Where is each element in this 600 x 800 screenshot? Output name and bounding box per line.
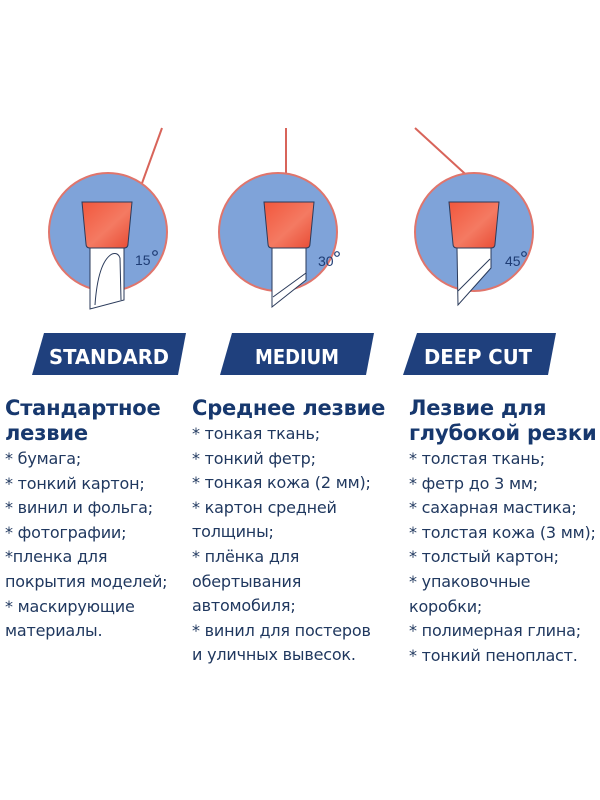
medium-blade-title: Среднее лезвие bbox=[192, 396, 397, 421]
list-item: * тонкий картон; bbox=[5, 473, 145, 493]
list-item: * тонкий фетр; bbox=[192, 448, 316, 468]
list-item: * тонкая ткань; bbox=[192, 424, 320, 443]
medium-materials-list: * тонкая ткань; * тонкий фетр; * тонкая … bbox=[192, 422, 397, 668]
list-item: * толстый картон; bbox=[409, 547, 559, 567]
blade-icon bbox=[271, 247, 307, 309]
angle-label: 15 bbox=[135, 252, 151, 268]
svg-text:STANDARD: STANDARD bbox=[49, 345, 169, 369]
list-item: * картон средней bbox=[192, 497, 337, 517]
banner-label-deep-cut: DEEP CUT bbox=[424, 345, 532, 369]
list-item: * маскирующие bbox=[5, 596, 135, 616]
svg-text:MEDIUM: MEDIUM bbox=[255, 345, 339, 369]
title-line: глубокой резки bbox=[409, 421, 597, 445]
banner-label-medium: MEDIUM bbox=[255, 345, 339, 369]
standard-materials-list: * бумага; * тонкий картон; * винил и фол… bbox=[5, 447, 190, 644]
title-line: Стандартное bbox=[5, 396, 161, 420]
list-item: * фотографии; bbox=[5, 522, 127, 542]
title-line: Лезвие для bbox=[409, 396, 547, 420]
list-item: * тонкий пенопласт. bbox=[409, 645, 578, 665]
list-item: и уличных вывесок. bbox=[192, 645, 356, 665]
list-item: коробки; bbox=[409, 596, 483, 616]
medium-blade-icon: 30 MEDIUM bbox=[218, 128, 374, 375]
title-line: Среднее лезвие bbox=[192, 396, 386, 420]
standard-blade-icon: 15 STANDARD bbox=[32, 127, 186, 375]
svg-text:45: 45 bbox=[505, 253, 521, 269]
list-item: * полимерная глина; bbox=[409, 621, 581, 641]
list-item: толщины; bbox=[192, 522, 274, 542]
list-item: * фетр до 3 мм; bbox=[409, 473, 538, 493]
blade-illustrations: 15 STANDARD 30 MEDIUM 45 DEEP CUT bbox=[32, 127, 556, 375]
list-item: * толстая кожа (3 мм); bbox=[409, 522, 596, 542]
deep-cut-blade-title: Лезвие для глубокой резки bbox=[409, 396, 600, 446]
blade-holder-icon bbox=[81, 201, 133, 249]
blade-icon bbox=[456, 247, 492, 307]
list-item: материалы. bbox=[5, 621, 103, 641]
list-item: покрытия моделей; bbox=[5, 571, 168, 591]
list-item: * сахарная мастика; bbox=[409, 498, 577, 518]
standard-blade-column: Стандартное лезвие * бумага; * тонкий ка… bbox=[5, 396, 190, 644]
banner-label-standard: STANDARD bbox=[49, 345, 169, 369]
list-item: * тонкая кожа (2 мм); bbox=[192, 473, 371, 493]
deep-cut-materials-list: * толстая ткань; * фетр до 3 мм; * сахар… bbox=[409, 447, 600, 668]
angle-label: 30 bbox=[318, 253, 334, 269]
list-item: * винил и фольга; bbox=[5, 498, 153, 518]
list-item: обертывания bbox=[192, 571, 302, 591]
blade-icon bbox=[89, 247, 125, 310]
list-item: * винил для постеров bbox=[192, 620, 371, 640]
blade-holder-icon bbox=[448, 201, 500, 249]
list-item: автомобиля; bbox=[192, 596, 296, 616]
angle-label: 45 bbox=[505, 253, 521, 269]
svg-text:15: 15 bbox=[135, 252, 151, 268]
deep-cut-blade-icon: 45 DEEP CUT bbox=[403, 127, 556, 375]
medium-blade-column: Среднее лезвие * тонкая ткань; * тонкий … bbox=[192, 396, 397, 668]
pointer-line bbox=[140, 127, 163, 187]
list-item: * плёнка для bbox=[192, 546, 300, 566]
svg-text:30: 30 bbox=[318, 253, 334, 269]
blade-holder-icon bbox=[263, 201, 315, 249]
svg-text:DEEP CUT: DEEP CUT bbox=[424, 345, 532, 369]
banner-standard bbox=[32, 333, 186, 375]
title-line: лезвие bbox=[5, 421, 88, 445]
list-item: * упаковочные bbox=[409, 571, 531, 591]
list-item: * бумага; bbox=[5, 449, 82, 468]
list-item: *пленка для bbox=[5, 547, 108, 567]
list-item: * толстая ткань; bbox=[409, 449, 545, 468]
banner-deep-cut bbox=[403, 333, 556, 375]
banner-medium bbox=[220, 333, 374, 375]
standard-blade-title: Стандартное лезвие bbox=[5, 396, 190, 446]
deep-cut-blade-column: Лезвие для глубокой резки * толстая ткан… bbox=[409, 396, 600, 668]
